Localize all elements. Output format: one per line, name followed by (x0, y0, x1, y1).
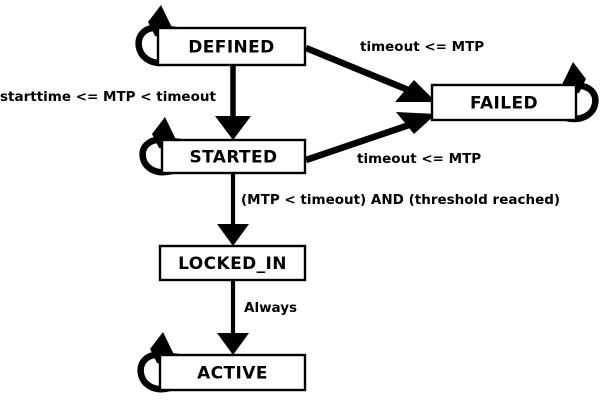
started-to-lockedin-arrowhead (217, 224, 249, 246)
transition-lockedin-to-active[interactable] (217, 281, 249, 355)
edge-label-timeout-mtp-lower: timeout <= MTP (357, 151, 481, 167)
defined-box (156, 26, 307, 67)
state-node-locked-in[interactable]: LOCKED_IN (158, 244, 307, 282)
active-label: ACTIVE (197, 364, 268, 384)
defined-label: DEFINED (188, 38, 274, 58)
transition-defined-to-failed[interactable] (304, 44, 436, 102)
state-node-active[interactable]: ACTIVE (158, 353, 307, 392)
edge-label-timeout-mtp-upper: timeout <= MTP (360, 39, 484, 55)
edge-label-mtp-threshold: (MTP < timeout) AND (threshold reached) (241, 192, 560, 208)
defined-to-failed-arrowhead (395, 80, 436, 102)
failed-box (430, 83, 578, 122)
state-node-defined[interactable]: DEFINED (156, 26, 307, 67)
defined-to-failed-path (304, 44, 420, 98)
started-box (160, 138, 307, 175)
state-node-started[interactable]: STARTED (160, 138, 307, 175)
lockedin-to-active-arrowhead (217, 333, 249, 355)
started-to-failed-path (304, 118, 420, 164)
edge-label-always: Always (244, 300, 297, 316)
locked-in-label: LOCKED_IN (178, 254, 287, 274)
edge-label-starttime-mtp-timeout: starttime <= MTP < timeout (0, 89, 216, 105)
started-label: STARTED (189, 148, 277, 168)
started-to-failed-arrowhead (396, 112, 436, 134)
failed-label: FAILED (470, 94, 538, 114)
transition-defined-to-started[interactable] (215, 66, 251, 140)
state-node-failed[interactable]: FAILED (430, 83, 578, 122)
defined-to-started-arrowhead (215, 116, 251, 140)
active-box (158, 353, 307, 392)
locked-in-box (158, 244, 307, 282)
transition-started-to-failed[interactable] (304, 112, 436, 164)
transition-started-to-lockedin[interactable] (217, 174, 249, 246)
